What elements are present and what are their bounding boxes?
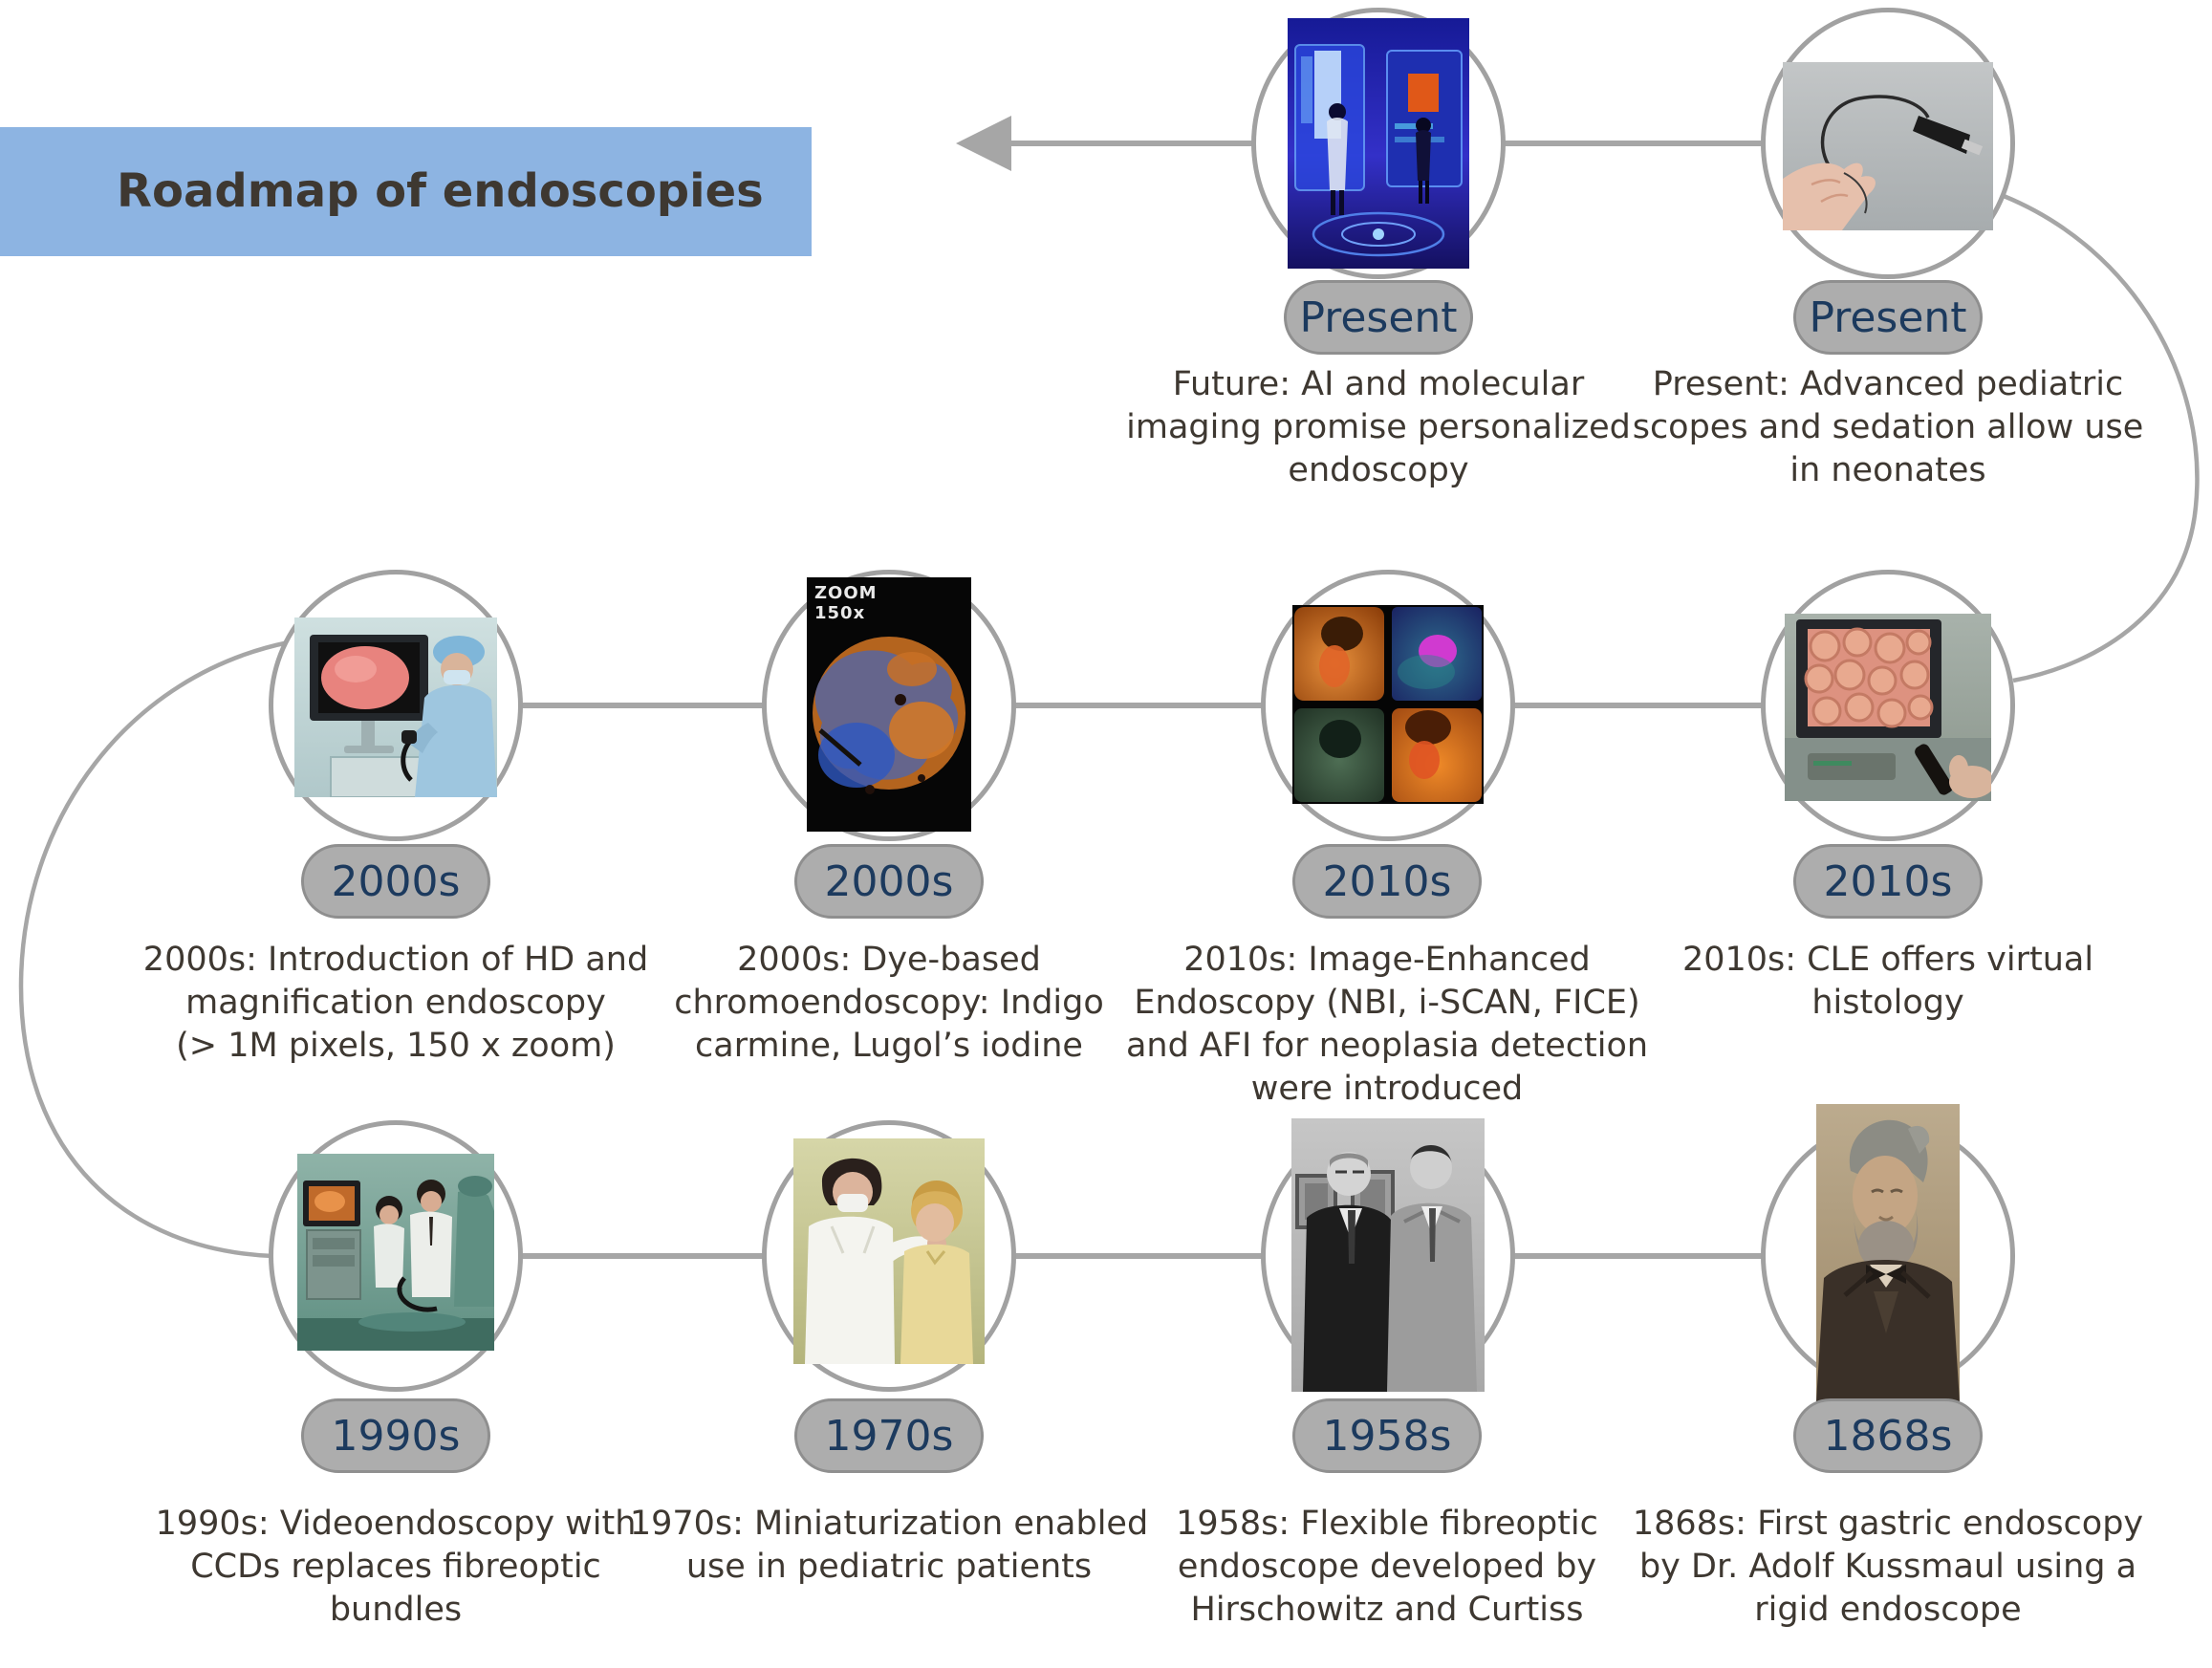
era-badge-label: 2010s [1823,856,1953,906]
photo-neonatal-scope-hand [1783,62,1993,230]
node-description-1990s: 1990s: Videoendoscopy with CCDs replaces… [155,1505,637,1629]
node-description-2000s-hd: 2000s: Introduction of HD and magnificat… [142,941,649,1065]
era-badge-label: 1970s [824,1411,954,1461]
connector-curve-right [2003,193,2200,683]
era-badge-label: 1990s [331,1411,461,1461]
era-badge-label: 2000s [331,856,461,906]
era-badge-label: 1958s [1322,1411,1452,1461]
era-badge-1970s: 1970s [794,1398,984,1473]
era-badge-2010s-cle: 2010s [1793,844,1983,919]
era-badge-future: Present [1284,280,1473,355]
era-badge-1958s: 1958s [1292,1398,1482,1473]
node-description-2010s-cle: 2010s: CLE offers virtual histology [1681,941,2094,1022]
era-badge-2000s-dye: 2000s [794,844,984,919]
page-title: Roadmap of endoscopies [117,164,764,218]
photo-hirschowitz-curtiss [1291,1118,1485,1392]
photo-chromoendoscopy: ZOOM 150x [807,577,971,832]
era-badge-2000s-hd: 2000s [301,844,490,919]
photo-hd-endoscopy-monitor [294,617,497,797]
photo-image-enhanced-endoscopy-grid [1292,605,1484,804]
photo-ai-future-endoscopy [1288,18,1469,269]
node-description-2000s-dye: 2000s: Dye-based chromoendoscopy: Indigo… [674,941,1104,1065]
photo-videoendoscopy-team [297,1154,494,1351]
photo-adolf-kussmaul-portrait [1816,1104,1960,1402]
arrow-head-left-icon [956,116,1011,171]
photo-nurse-and-child [793,1138,985,1364]
era-badge-1990s: 1990s [301,1398,490,1473]
node-description-1970s: 1970s: Miniaturization enabled use in pe… [629,1505,1149,1586]
node-description-1958s: 1958s: Flexible fibreoptic endoscope dev… [1176,1505,1598,1629]
era-badge-label: 2010s [1322,856,1452,906]
era-badge-label: 1868s [1823,1411,1953,1461]
connector-curve-left [18,639,290,1259]
photo-cle-monitor [1785,614,1991,801]
node-description-2010s-iee: 2010s: Image-Enhanced Endoscopy (NBI, i-… [1125,941,1649,1108]
era-badge-label: 2000s [824,856,954,906]
node-description-present: Present: Advanced pediatric scopes and s… [1632,365,2144,489]
era-badge-2010s-iee: 2010s [1292,844,1482,919]
node-description-1868s: 1868s: First gastric endoscopy by Dr. Ad… [1632,1505,2144,1629]
node-description-future: Future: AI and molecular imaging promise… [1126,365,1631,489]
era-badge-present: Present [1793,280,1983,355]
era-badge-label: Present [1809,292,1967,342]
zoom-150x-overlay-label: ZOOM 150x [814,583,878,623]
era-badge-1868s: 1868s [1793,1398,1983,1473]
era-badge-label: Present [1299,292,1458,342]
title-banner: Roadmap of endoscopies [0,127,812,256]
